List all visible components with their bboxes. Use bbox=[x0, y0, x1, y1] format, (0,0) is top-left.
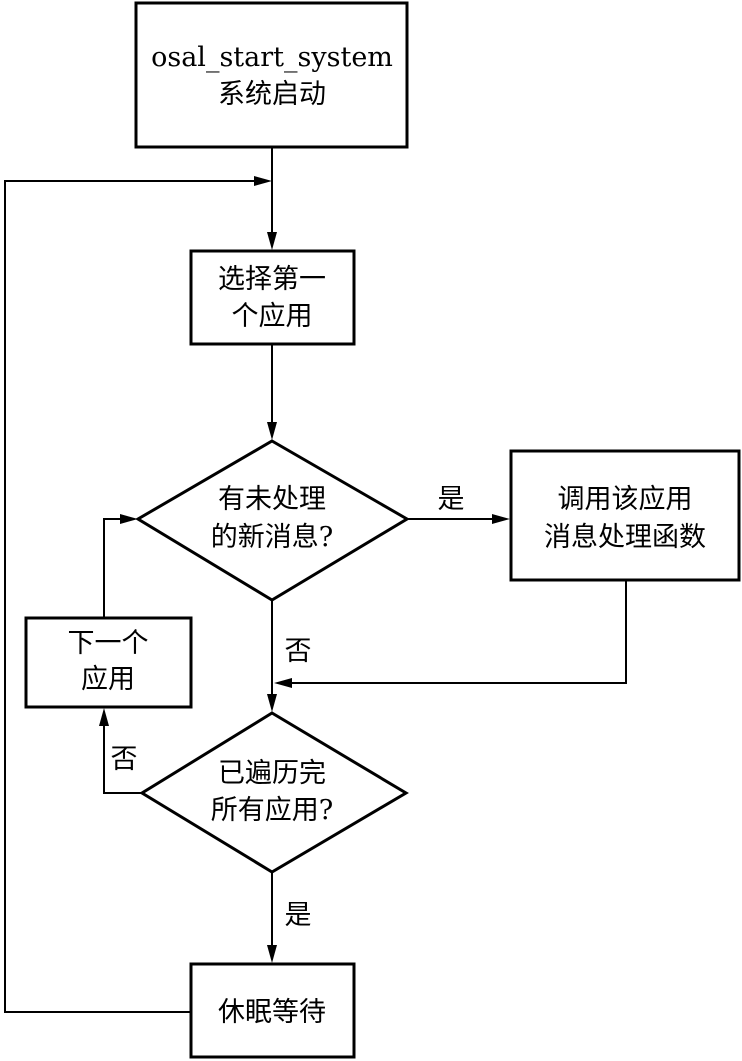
edge-traversed-yes bbox=[267, 872, 277, 963]
label-has-message-yes: 是 bbox=[438, 484, 465, 515]
node-sleep: 休眠等待 bbox=[189, 962, 356, 1059]
node-next-app-line2: 应用 bbox=[81, 664, 135, 695]
node-next-app-line1: 下一个 bbox=[68, 628, 149, 659]
node-traversed-all-line2: 所有应用? bbox=[211, 795, 333, 826]
node-call-handler-line1: 调用该应用 bbox=[558, 484, 693, 515]
node-traversed-all-line1: 已遍历完 bbox=[218, 758, 326, 789]
edge-message-yes bbox=[407, 514, 510, 524]
node-select-first-line2: 个应用 bbox=[232, 301, 313, 332]
label-has-message-no: 否 bbox=[285, 636, 312, 667]
label-traversed-all-yes: 是 bbox=[285, 900, 312, 931]
edge-sleep-loop-back bbox=[4, 176, 272, 1013]
node-traversed-all: 已遍历完 所有应用? bbox=[139, 711, 409, 874]
node-has-message-line1: 有未处理 bbox=[218, 484, 326, 515]
node-call-handler: 调用该应用 消息处理函数 bbox=[509, 449, 741, 582]
node-has-message-line2: 的新消息? bbox=[211, 522, 333, 553]
label-traversed-all-no: 否 bbox=[111, 744, 138, 775]
edge-handler-return bbox=[274, 580, 627, 688]
node-select-first: 选择第一 个应用 bbox=[189, 249, 356, 346]
node-has-message: 有未处理 的新消息? bbox=[135, 439, 410, 602]
node-next-app: 下一个 应用 bbox=[24, 616, 193, 709]
edge-next-app-loop bbox=[103, 514, 138, 618]
edge-start-to-select bbox=[267, 147, 277, 250]
node-start-line2: 系统启动 bbox=[218, 79, 326, 110]
node-start-line1: osal_start_system bbox=[151, 42, 393, 73]
node-sleep-line1: 休眠等待 bbox=[218, 997, 326, 1028]
node-call-handler-line2: 消息处理函数 bbox=[544, 522, 706, 553]
edge-message-no bbox=[267, 600, 277, 712]
node-select-first-line1: 选择第一 bbox=[218, 264, 326, 295]
node-start: osal_start_system 系统启动 bbox=[134, 1, 409, 149]
edge-select-to-decision bbox=[267, 344, 277, 440]
edge-traversed-no bbox=[99, 708, 142, 794]
